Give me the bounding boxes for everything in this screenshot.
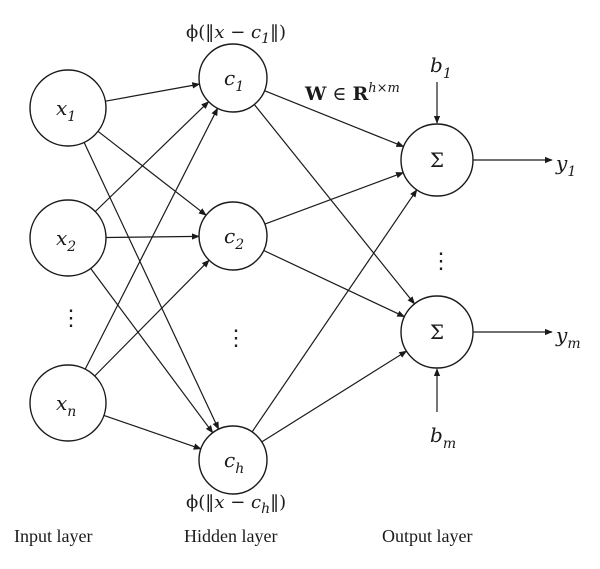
output-node-1: Σ <box>400 123 474 197</box>
edge-hidden-1-output-2 <box>253 104 416 305</box>
output-ym-label: ym <box>555 323 581 352</box>
edge-input-3-hidden-3 <box>103 414 202 450</box>
input-node-2-circle <box>29 199 107 277</box>
hidden-ellipsis: ⋮ <box>225 326 247 351</box>
input-node-1-circle <box>29 69 107 147</box>
bias-m-label: bm <box>430 423 456 452</box>
hidden-node-1: c1 <box>198 43 268 113</box>
edge-input-1-hidden-1 <box>105 82 201 102</box>
hidden-node-1-label: c1 <box>224 66 244 95</box>
phi-bottom-label: ϕ(‖x − ch‖) <box>186 492 286 517</box>
output-node-m: Σ <box>400 295 474 369</box>
hidden-node-2-circle <box>198 201 268 271</box>
edge-hidden-1-output-1 <box>264 90 405 148</box>
edge-hidden-2-output-2 <box>263 249 406 318</box>
input-node-2: x2 <box>29 199 107 277</box>
output-node-1-sigma: Σ <box>430 148 444 172</box>
edge-input-1-hidden-2 <box>97 130 207 216</box>
edge-hidden-3-output-1 <box>251 189 418 433</box>
output-layer-label: Output layer <box>382 526 472 546</box>
edge-input-3-hidden-1 <box>84 107 219 370</box>
output-ellipsis: ⋮ <box>430 249 452 274</box>
output-y1-label: y1 <box>555 151 576 180</box>
hidden-node-1-circle <box>198 43 268 113</box>
connection-edges <box>83 82 553 450</box>
output-node-1-circle <box>400 123 474 197</box>
edge-input-2-hidden-1 <box>94 101 210 212</box>
input-node-n: xn <box>29 364 107 442</box>
hidden-node-h-label: ch <box>224 448 244 477</box>
input-node-1-label: x1 <box>56 96 76 125</box>
input-node-n-label: xn <box>56 391 76 420</box>
weight-matrix-label: W ∈ Rh×m <box>304 81 400 105</box>
hidden-node-2: c2 <box>198 201 268 271</box>
output-node-m-sigma: Σ <box>430 320 444 344</box>
hidden-node-h-circle <box>198 425 268 495</box>
edge-input-2-hidden-3 <box>90 268 214 434</box>
input-node-1: x1 <box>29 69 107 147</box>
edge-hidden-3-output-2 <box>261 350 408 443</box>
hidden-node-h: ch <box>198 425 268 495</box>
input-node-2-label: x2 <box>56 226 76 255</box>
edge-input-1-hidden-3 <box>83 142 220 430</box>
bias-1-label: b1 <box>430 53 452 82</box>
hidden-node-2-label: c2 <box>224 224 244 253</box>
output-node-m-circle <box>400 295 474 369</box>
phi-top-label: ϕ(‖x − c1‖) <box>186 22 286 47</box>
input-ellipsis: ⋮ <box>60 306 82 331</box>
edge-hidden-2-output-1 <box>264 172 405 225</box>
edge-input-3-hidden-2 <box>94 259 210 377</box>
input-layer-label: Input layer <box>14 526 92 546</box>
hidden-layer-label: Hidden layer <box>184 526 277 546</box>
input-node-n-circle <box>29 364 107 442</box>
